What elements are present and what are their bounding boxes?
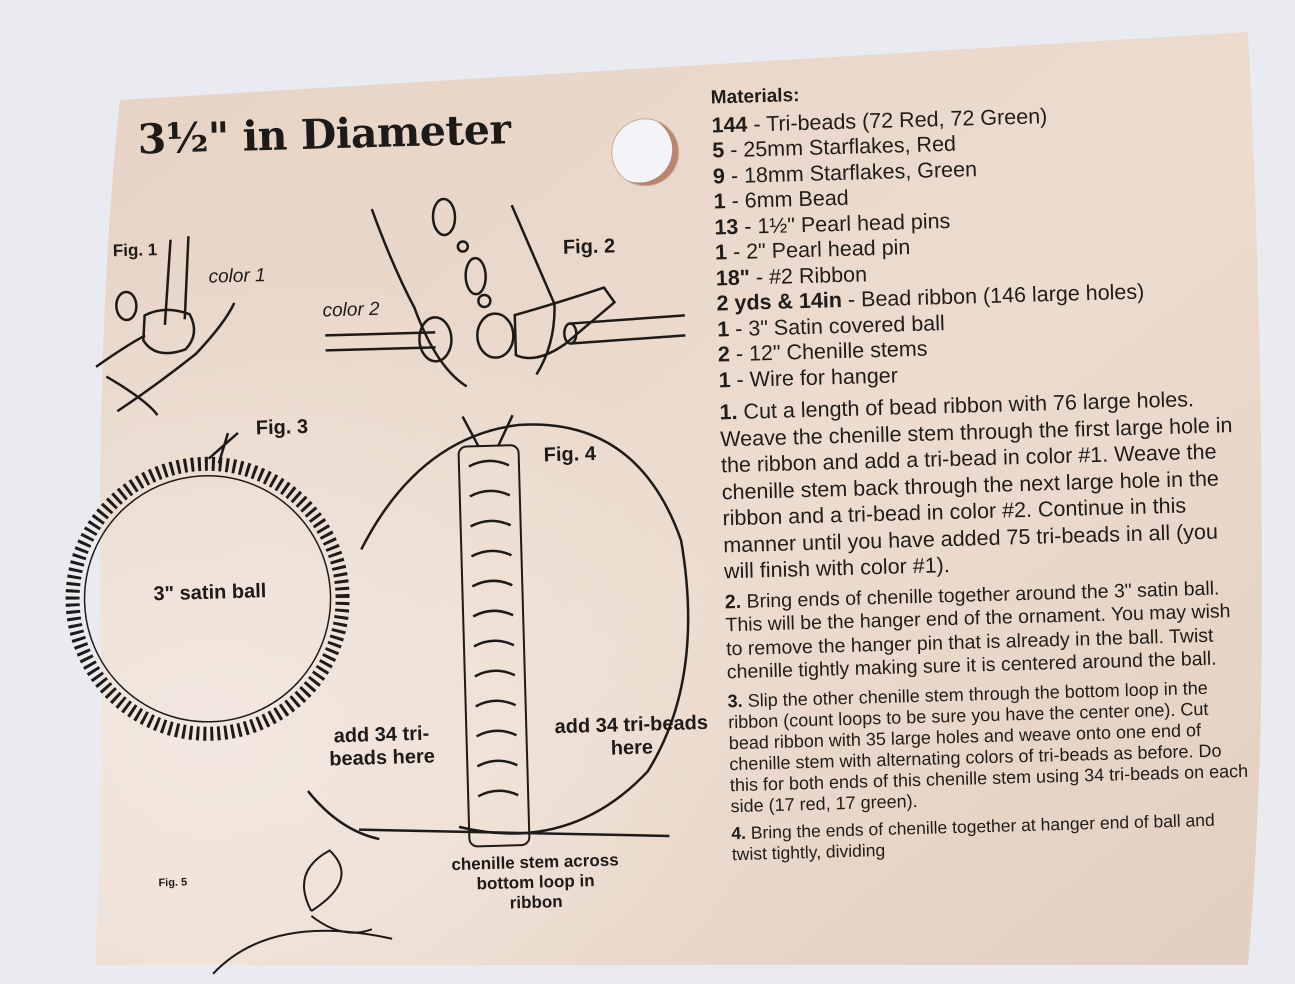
fig1-illustration xyxy=(95,236,236,416)
materials-list: 144 - Tri-beads (72 Red, 72 Green) 5 - 2… xyxy=(711,99,1239,394)
color2-label: color 2 xyxy=(322,298,380,322)
color1-label: color 1 xyxy=(208,265,266,288)
fig2-label: Fig. 2 xyxy=(562,235,616,259)
add-beads-right-label: add 34 tri-beads here xyxy=(554,711,709,760)
fig3-label: Fig. 3 xyxy=(255,415,309,440)
step-2: 2. Bring ends of chenille together aroun… xyxy=(724,577,1231,684)
step-1: 1. Cut a length of bead ribbon with 76 l… xyxy=(719,387,1233,584)
fig2-illustration xyxy=(325,197,686,388)
satin-ball-label: 3" satin ball xyxy=(153,580,267,606)
fig1-label: Fig. 1 xyxy=(112,240,158,261)
add-beads-left-label: add 34 tri-beads here xyxy=(328,722,436,771)
fig4-label: Fig. 4 xyxy=(543,442,597,467)
fig3-ring xyxy=(65,431,350,741)
chenille-caption: chenille stem across bottom loop in ribb… xyxy=(451,850,619,913)
fig5-illustration xyxy=(212,849,393,975)
fig4-illustration xyxy=(306,414,690,848)
step-3: 3. Slip the other chenille stem through … xyxy=(727,677,1249,816)
instructions-column: Materials: 144 - Tri-beads (72 Red, 72 G… xyxy=(710,71,1252,865)
fig5-label: Fig. 5 xyxy=(158,876,188,890)
